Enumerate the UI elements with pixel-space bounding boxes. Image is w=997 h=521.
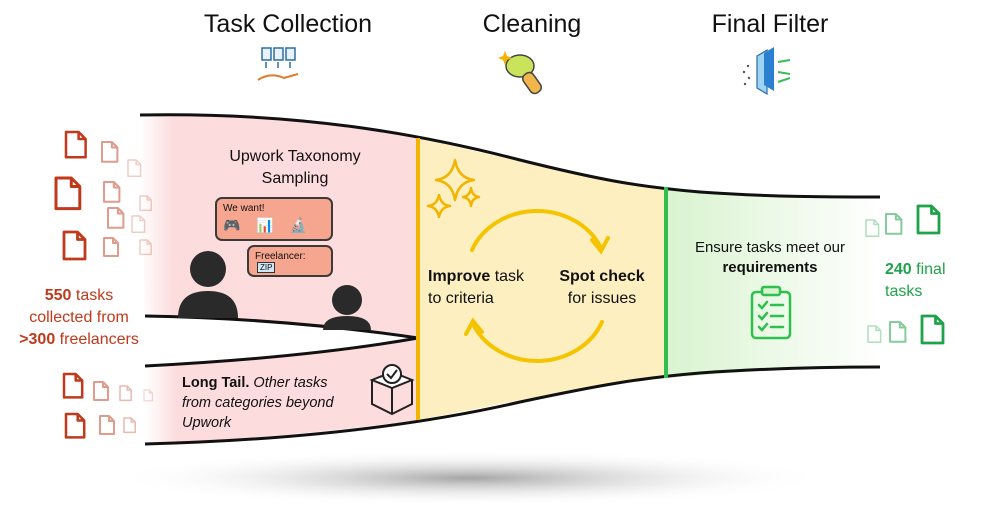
people-icon xyxy=(178,251,371,330)
documents-hand-icon xyxy=(257,47,299,81)
input-document-icon xyxy=(123,417,136,434)
output-count-label: 240 final tasks xyxy=(885,261,946,300)
input-document-icon xyxy=(103,181,121,203)
output-document-icon xyxy=(916,204,941,235)
stage-title-collection: Task Collection xyxy=(203,10,373,38)
output-document-icon xyxy=(865,219,880,237)
cycle-arrows xyxy=(464,209,610,363)
zip-file-icon: ZIP xyxy=(257,262,276,273)
clipboard-icon xyxy=(750,285,792,340)
ground-shadow xyxy=(110,450,830,506)
client-speech-bubble: We want! 🎮 📊 🔬 xyxy=(215,197,333,241)
input-document-icon xyxy=(107,207,125,229)
input-document-icon xyxy=(93,381,109,401)
input-document-icon xyxy=(119,385,132,402)
box-check-icon xyxy=(369,364,415,416)
output-count-number: 240 xyxy=(885,261,912,278)
input-document-icon xyxy=(62,372,84,399)
spot-check-step: Spot check for issues xyxy=(559,268,645,307)
cleaning-region xyxy=(418,138,666,420)
stage-title-cleaning: Cleaning xyxy=(482,10,582,38)
input-document-icon xyxy=(101,141,119,163)
input-document-icon xyxy=(64,412,86,439)
output-documents xyxy=(865,204,945,345)
freelancer-speech-bubble: Freelancer: ZIP xyxy=(247,245,333,277)
long-tail-description: Long Tail. Other tasks from categories b… xyxy=(182,375,334,431)
upwork-taxonomy-title: Upwork Taxonomy Sampling xyxy=(229,148,361,187)
input-count-number: 550 xyxy=(44,287,72,304)
category-icons: 🎮 📊 🔬 xyxy=(223,217,314,233)
improve-step: Improve task to criteria xyxy=(428,268,525,307)
input-document-icon xyxy=(131,215,146,233)
input-document-icon xyxy=(143,389,153,402)
input-document-icon xyxy=(139,239,152,256)
output-document-icon xyxy=(885,213,903,235)
output-document-icon xyxy=(867,325,882,343)
input-count-label: 550 tasks collected from >300 freelancer… xyxy=(19,287,139,348)
input-document-icon xyxy=(54,176,82,211)
output-document-icon xyxy=(920,314,945,345)
collection-region-lower xyxy=(145,338,418,444)
cleaning-cloth-icon xyxy=(498,51,543,95)
stage-title-final: Final Filter xyxy=(711,10,829,38)
freelancer-count-number: >300 xyxy=(19,331,56,348)
final-filter-description: Ensure tasks meet our requirements xyxy=(694,239,846,276)
input-document-icon xyxy=(127,159,142,177)
output-document-icon xyxy=(889,321,907,343)
input-document-icon xyxy=(103,237,119,257)
final-region xyxy=(666,187,880,378)
input-document-icon xyxy=(62,230,87,261)
input-document-icon xyxy=(64,130,87,159)
input-document-icon xyxy=(139,195,152,212)
input-documents xyxy=(54,130,153,439)
sparkle-icon xyxy=(426,158,481,219)
input-document-icon xyxy=(99,415,115,435)
filter-panel-icon xyxy=(742,47,791,96)
